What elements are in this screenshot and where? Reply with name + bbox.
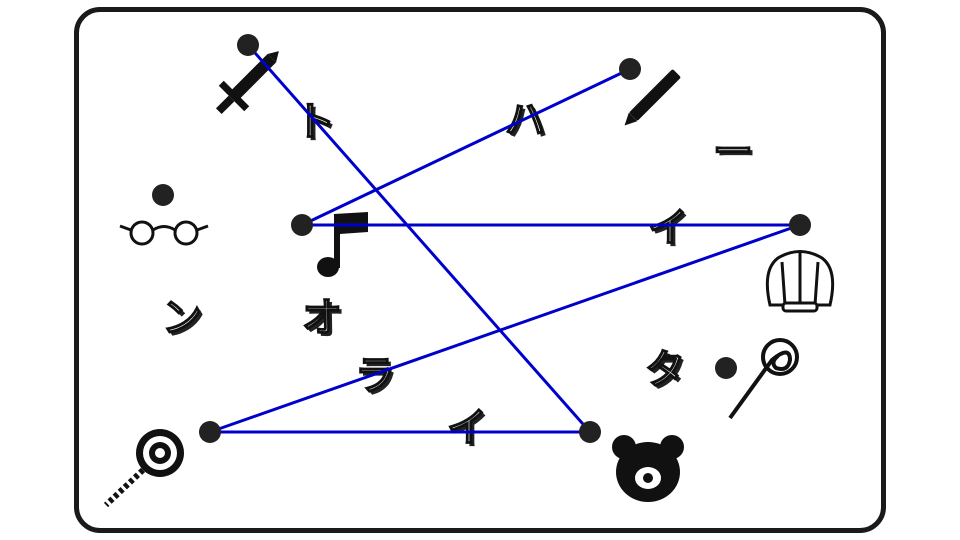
letter-o: オ [301,295,343,341]
puzzle-board [74,7,886,533]
dot-sword[interactable] [237,34,259,56]
letter-ta: タ [644,347,686,393]
dot-shell[interactable] [789,214,811,236]
cane-icon [728,338,799,420]
dot-pencil[interactable] [619,58,641,80]
dot-lollipop[interactable] [199,421,221,443]
shell-icon [765,250,835,313]
letter-dash: ー [712,129,754,175]
connection-line-pencil-music-note [301,67,631,227]
letter-i-1: イ [647,205,689,251]
dot-bear[interactable] [579,421,601,443]
dot-music-note[interactable] [291,214,313,236]
bear-icon [612,435,684,502]
glasses-icon [119,220,209,246]
lollipop-icon [103,429,184,508]
letter-i-2: イ [446,405,488,451]
connection-line-sword-bear [246,44,592,433]
letter-n: ン [161,295,203,341]
dot-cane[interactable] [715,357,737,379]
dot-glasses[interactable] [152,184,174,206]
letter-ra: ラ [354,353,396,399]
connection-line-shell-lollipop [209,223,801,434]
music-note-icon [317,212,368,277]
